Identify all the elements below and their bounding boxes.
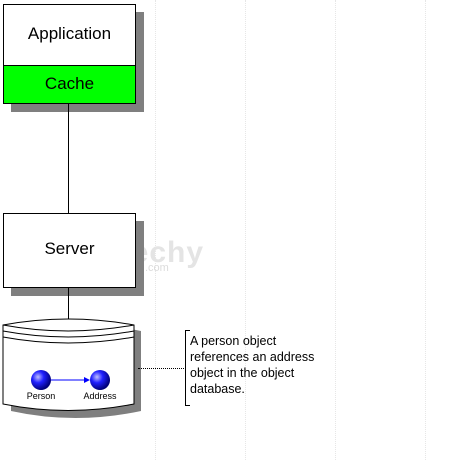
server-box: Server: [3, 213, 136, 288]
app-server-connector: [68, 104, 69, 213]
person-node: [31, 370, 51, 390]
cache-box: Cache: [4, 65, 135, 103]
application-box: Application Cache: [3, 4, 136, 104]
database-ring: [2, 330, 135, 338]
guide-line: [245, 0, 246, 460]
watermark-suffix: .com: [145, 262, 169, 274]
database-ring: [2, 324, 135, 332]
application-label: Application: [27, 24, 112, 43]
address-label: Address: [83, 391, 117, 401]
database-ring: [2, 336, 135, 344]
object-database: Person Address: [2, 318, 141, 418]
guide-line: [155, 0, 156, 460]
server-label: Server: [44, 239, 95, 258]
annotation-note: A person object references an address ob…: [190, 334, 315, 396]
server-db-connector: [68, 288, 69, 328]
note-connector: [138, 368, 184, 369]
note-bracket: [185, 330, 190, 406]
person-label: Person: [27, 391, 56, 401]
guide-line: [335, 0, 336, 460]
guide-line: [425, 0, 426, 460]
address-node: [90, 370, 110, 390]
cache-label: Cache: [44, 74, 95, 93]
